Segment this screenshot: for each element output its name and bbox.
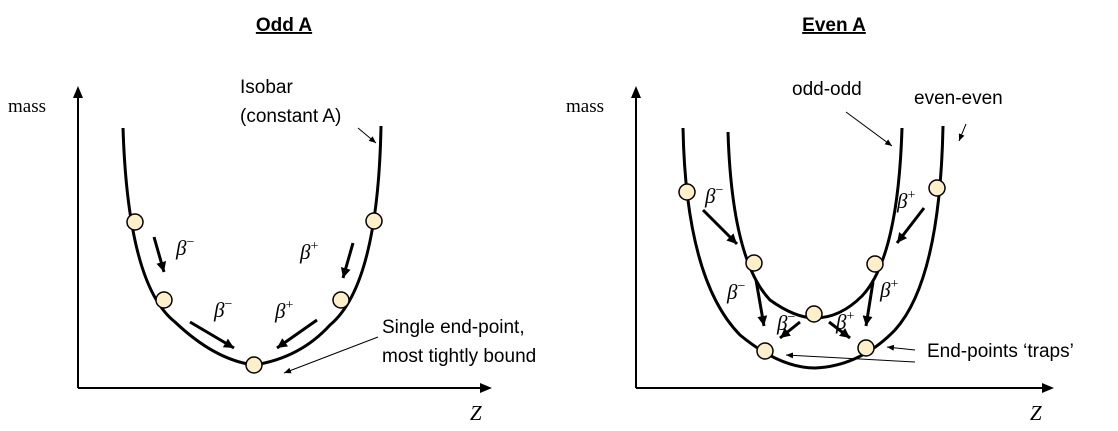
isobar-label-line2: (constant A) (240, 106, 341, 127)
even-beta-plus-label-3: β+ (835, 309, 854, 334)
even-even-label: even-even (914, 88, 1003, 109)
even-beta-minus-label-2: β− (726, 279, 745, 304)
traps-pointer-arrow-left (785, 352, 916, 363)
traps-label: End-points ‘traps’ (927, 341, 1074, 362)
even-nucleus-trap-left (756, 342, 774, 360)
traps-pointer-arrow-right (886, 344, 916, 351)
even-nucleus-oo-left (745, 254, 763, 272)
even-beta-minus-label-1: β− (704, 183, 723, 208)
even-nucleus-ee-left-high (678, 183, 696, 201)
even-beta-plus-label-1: β+ (896, 188, 915, 213)
isobar-pointer-arrow (357, 127, 377, 144)
odd-nucleus-left-mid (155, 291, 173, 309)
endpoint-label-line1: Single end-point, (382, 317, 525, 338)
odd-isobar-curve (121, 125, 383, 367)
even-even-pointer-arrow (958, 123, 967, 142)
odd-beta-plus-arrow-1 (340, 242, 355, 279)
even-mass-label: mass (566, 96, 604, 117)
even-nucleus-oo-right (866, 255, 884, 273)
endpoint-label-line2: most tightly bound (382, 346, 536, 367)
odd-beta-minus-label-2: β− (213, 297, 232, 322)
odd-beta-minus-arrow-1 (152, 236, 167, 273)
odd-x-axis-arrowhead (480, 383, 492, 393)
endpoint-pointer-arrow (283, 336, 379, 374)
odd-beta-plus-arrow-2 (276, 318, 318, 350)
odd-odd-pointer-arrow (845, 111, 893, 147)
odd-nucleus-left-high (126, 213, 144, 231)
even-beta-minus-label-3: β− (776, 310, 795, 335)
odd-beta-minus-label-1: β− (175, 235, 194, 260)
odd-a-panel: Odd A mass Z Isobar (constant A) β− β− β… (8, 15, 536, 425)
odd-z-label: Z (470, 401, 482, 425)
odd-nucleus-right-mid (332, 291, 350, 309)
even-z-label: Z (1030, 401, 1042, 425)
even-beta-plus-arrow-1 (895, 207, 926, 244)
even-x-axis-arrowhead (1042, 383, 1054, 393)
odd-odd-curve (726, 127, 904, 320)
odd-beta-minus-arrow-2 (189, 320, 235, 350)
even-beta-minus-arrow-2 (754, 279, 768, 327)
even-a-panel: Even A mass Z odd-odd even-even β (566, 15, 1074, 425)
odd-mass-label: mass (8, 96, 46, 117)
odd-nucleus-endpoint (245, 356, 263, 374)
even-beta-minus-arrow-3 (779, 320, 801, 340)
odd-odd-label: odd-odd (792, 79, 862, 100)
odd-beta-plus-label-1: β+ (299, 239, 318, 264)
even-nucleus-ee-right-high (928, 179, 946, 197)
even-beta-plus-arrow-3 (828, 320, 851, 340)
even-even-curve (681, 125, 945, 370)
even-beta-plus-label-2: β+ (879, 277, 898, 302)
odd-beta-plus-label-2: β+ (274, 298, 293, 323)
even-beta-minus-arrow-1 (701, 208, 739, 246)
even-beta-plus-arrow-2 (862, 281, 875, 327)
odd-a-title: Odd A (256, 15, 313, 36)
even-y-axis-arrowhead (631, 86, 641, 98)
even-a-title: Even A (802, 15, 866, 36)
even-nucleus-trap-right (857, 339, 875, 357)
odd-nucleus-right-high (365, 212, 383, 230)
isobar-label-line1: Isobar (240, 77, 293, 98)
even-nucleus-oo-bottom (805, 305, 823, 323)
odd-y-axis-arrowhead (73, 86, 83, 98)
